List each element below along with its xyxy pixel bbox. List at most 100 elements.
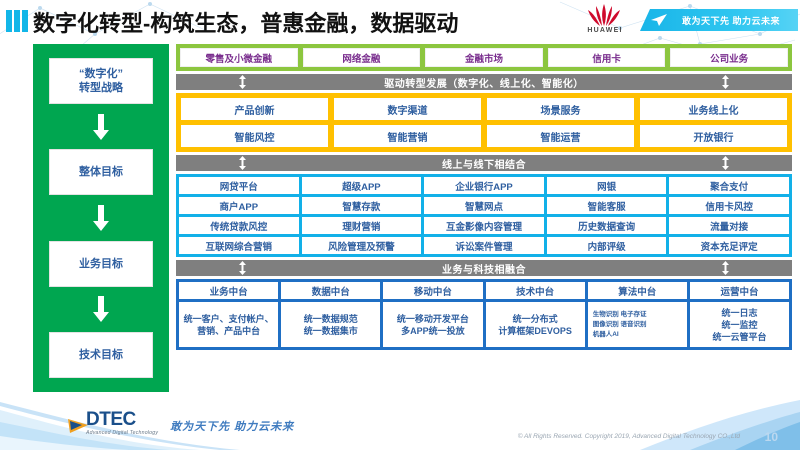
copyright-text: © All Rights Reserved. Copyright 2019, A…: [517, 433, 740, 440]
tech-goal-head-0[interactable]: 业务中台: [179, 282, 279, 299]
up-down-arrow-icon-left-2: [239, 156, 246, 170]
business-goal-3-3[interactable]: 内部评级: [546, 237, 667, 254]
tech-goal-body-4: 生物识别 电子存证 图像识别 语音识别 机器人AI: [587, 302, 687, 347]
huawei-petal-icon: [588, 4, 620, 26]
up-down-arrow-icon-right-3: [722, 261, 729, 275]
business-goal-0-3[interactable]: 网银: [546, 177, 667, 194]
business-goal-1-2[interactable]: 智慧网点: [424, 197, 544, 214]
business-goal-2-2[interactable]: 互金影像内容管理: [424, 217, 544, 234]
strategy-item-0[interactable]: “数字化” 转型战略: [49, 58, 153, 104]
tech-goal-body-1: 统一数据规范 统一数据集市: [281, 302, 381, 347]
strategy-item-2[interactable]: 业务目标: [49, 240, 153, 287]
strategy-column: “数字化” 转型战略 整体目标 业务目标 技术目标: [33, 44, 169, 392]
tech-goal-body-5: 统一日志 统一监控 统一云管平台: [689, 302, 790, 347]
business-goal-1-3[interactable]: 智能客服: [546, 197, 667, 214]
overall-goal-band: 产品创新 数字渠道 场景服务 业务线上化 智能风控 智能营销 智能运营 开放银行: [176, 93, 792, 152]
arrow-down-icon-2: [93, 204, 109, 231]
tech-goal-body-2: 统一移动开发平台 多APP统一投放: [383, 302, 483, 347]
tech-goal-body-0: 统一客户、支付帐户、营销、产品中台: [179, 302, 279, 347]
business-goal-0-1[interactable]: 超级APP: [301, 177, 422, 194]
business-goal-2-3[interactable]: 历史数据查询: [546, 217, 667, 234]
huawei-logo: HUAWEI: [578, 3, 632, 39]
overall-goal-row-0: 产品创新 数字渠道 场景服务 业务线上化: [181, 98, 787, 120]
business-goal-row-0: 网贷平台 超级APP 企业银行APP 网银 聚合支付: [179, 177, 789, 194]
strategy-item-1[interactable]: 整体目标: [49, 149, 153, 196]
dtec-logo: DTEC Advanced Digital Technology 敢为天下先 助…: [68, 409, 295, 436]
tech-goal-band: 业务中台 统一客户、支付帐户、营销、产品中台 数据中台 统一数据规范 统一数据集…: [176, 279, 792, 350]
paper-plane-icon: [651, 14, 667, 26]
up-down-arrow-icon-left-1: [239, 75, 246, 89]
strategy-item-0-line2: 转型战略: [79, 82, 123, 94]
arrow-down-icon-1: [93, 113, 109, 140]
connector-fusion-label: 业务与科技相融合: [442, 264, 526, 276]
business-goal-0-4[interactable]: 聚合支付: [669, 177, 789, 194]
dtec-wordmark: DTEC: [86, 409, 136, 430]
footer-slogan: 敢为天下先 助力云未来: [170, 421, 295, 433]
business-goal-band: 网贷平台 超级APP 企业银行APP 网银 聚合支付 商户APP 智慧存款 智慧…: [176, 174, 792, 257]
overall-goal-0-3[interactable]: 业务线上化: [640, 98, 787, 120]
connector-fusion: 业务与科技相融合: [176, 260, 792, 276]
business-lines-band: 零售及小微金融 网络金融 金融市场 信用卡 公司业务: [176, 44, 792, 71]
business-goal-1-0[interactable]: 商户APP: [179, 197, 299, 214]
up-down-arrow-icon-right-2: [722, 156, 729, 170]
tech-goal-column-3: 技术中台 统一分布式 计算框架DEVOPS: [485, 282, 585, 347]
business-goal-3-0[interactable]: 互联网综合营销: [179, 237, 299, 254]
overall-goal-row-1: 智能风控 智能营销 智能运营 开放银行: [181, 125, 787, 147]
connector-online-offline-label: 线上与线下相结合: [442, 159, 526, 171]
tech-goal-column-0: 业务中台 统一客户、支付帐户、营销、产品中台: [179, 282, 279, 347]
business-line-1[interactable]: 网络金融: [302, 48, 421, 67]
arrow-down-icon-3: [93, 296, 109, 323]
overall-goal-0-0[interactable]: 产品创新: [181, 98, 328, 120]
content-area: 零售及小微金融 网络金融 金融市场 信用卡 公司业务 驱动转型发展（数字化、线上…: [176, 44, 792, 350]
up-down-arrow-icon-right-1: [722, 75, 729, 89]
dtec-triangle-icon: [68, 419, 88, 433]
huawei-wordmark: HUAWEI: [587, 27, 623, 34]
tech-goal-column-2: 移动中台 统一移动开发平台 多APP统一投放: [383, 282, 483, 347]
connector-drive: 驱动转型发展（数字化、线上化、智能化）: [176, 74, 792, 90]
strategy-item-3-line1: 技术目标: [79, 348, 123, 361]
business-goal-0-0[interactable]: 网贷平台: [179, 177, 299, 194]
page-number: 10: [764, 430, 778, 444]
overall-goal-1-0[interactable]: 智能风控: [181, 125, 328, 147]
strategy-item-1-line1: 整体目标: [79, 166, 123, 179]
footer-wave-decoration: [0, 400, 800, 450]
ribbon-text: 敢为天下先 助力云未来: [682, 15, 781, 26]
page-title: 数字化转型-构筑生态，普惠金融，数据驱动: [33, 11, 459, 36]
tech-goal-column-5: 运营中台 统一日志 统一监控 统一云管平台: [689, 282, 790, 347]
strategy-item-0-line1: “数字化”: [79, 68, 123, 80]
business-line-4[interactable]: 公司业务: [670, 48, 788, 67]
overall-goal-0-2[interactable]: 场景服务: [487, 98, 634, 120]
business-goal-3-1[interactable]: 风险管理及预警: [301, 237, 422, 254]
page-footer: DTEC Advanced Digital Technology 敢为天下先 助…: [0, 392, 800, 450]
overall-goal-1-3[interactable]: 开放银行: [640, 125, 787, 147]
business-goal-2-1[interactable]: 理财营销: [301, 217, 422, 234]
tech-goal-head-4[interactable]: 算法中台: [587, 282, 687, 299]
business-goal-3-2[interactable]: 诉讼案件管理: [424, 237, 544, 254]
tech-goal-head-5[interactable]: 运营中台: [689, 282, 790, 299]
business-goal-3-4[interactable]: 资本充足评定: [669, 237, 789, 254]
business-goal-1-1[interactable]: 智慧存款: [301, 197, 422, 214]
business-goal-0-2[interactable]: 企业银行APP: [424, 177, 544, 194]
connector-online-offline: 线上与线下相结合: [176, 155, 792, 171]
overall-goal-1-1[interactable]: 智能营销: [334, 125, 481, 147]
dtec-tagline: Advanced Digital Technology: [86, 430, 159, 436]
overall-goal-1-2[interactable]: 智能运营: [487, 125, 634, 147]
business-goal-2-0[interactable]: 传统贷款风控: [179, 217, 299, 234]
business-goal-1-4[interactable]: 信用卡风控: [669, 197, 789, 214]
business-goal-row-1: 商户APP 智慧存款 智慧网点 智能客服 信用卡风控: [179, 197, 789, 214]
business-line-3[interactable]: 信用卡: [547, 48, 666, 67]
tech-goal-head-3[interactable]: 技术中台: [485, 282, 585, 299]
business-line-2[interactable]: 金融市场: [425, 48, 543, 67]
tech-goal-head-1[interactable]: 数据中台: [281, 282, 381, 299]
business-goal-row-3: 互联网综合营销 风险管理及预警 诉讼案件管理 内部评级 资本充足评定: [179, 237, 789, 254]
business-goal-2-4[interactable]: 流量对接: [669, 217, 789, 234]
header-ribbon: 敢为天下先 助力云未来: [640, 9, 798, 31]
business-goal-row-2: 传统贷款风控 理财营销 互金影像内容管理 历史数据查询 流量对接: [179, 217, 789, 234]
strategy-item-3[interactable]: 技术目标: [49, 331, 153, 378]
up-down-arrow-icon-left-3: [239, 261, 246, 275]
tech-goal-column-1: 数据中台 统一数据规范 统一数据集市: [281, 282, 381, 347]
page-header: 数字化转型-构筑生态，普惠金融，数据驱动 HUAWEI 敢为天下先 助力云未来: [0, 0, 800, 40]
overall-goal-0-1[interactable]: 数字渠道: [334, 98, 481, 120]
tech-goal-head-2[interactable]: 移动中台: [383, 282, 483, 299]
business-line-0[interactable]: 零售及小微金融: [180, 48, 298, 67]
